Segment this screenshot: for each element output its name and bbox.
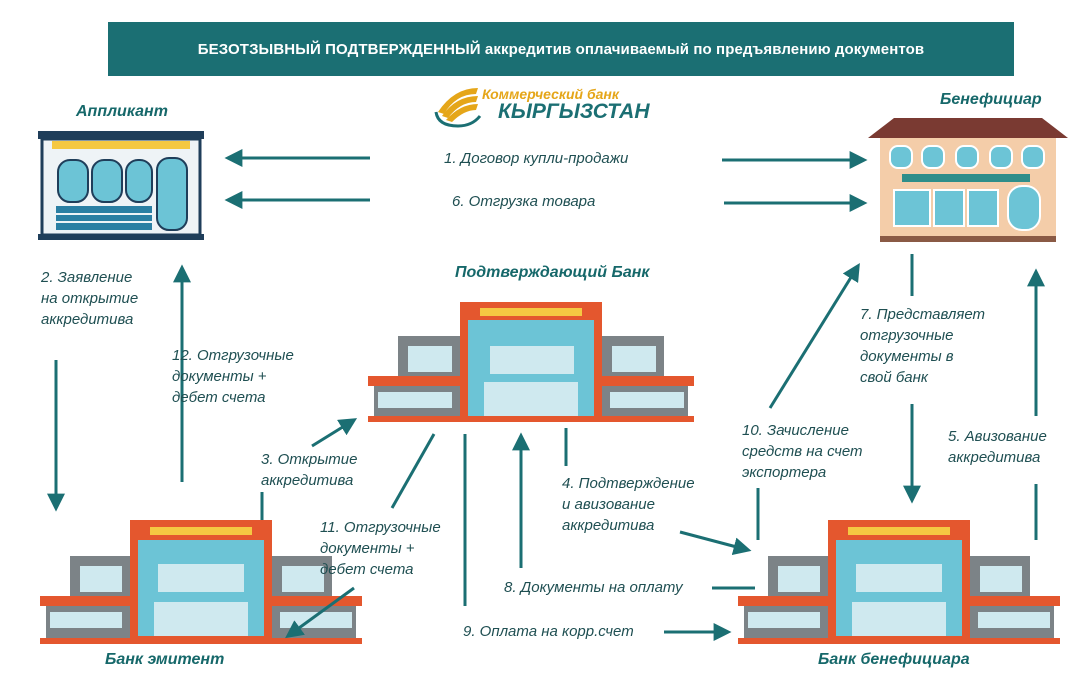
logo-emblem-icon (434, 88, 482, 128)
step-5-label: 5. Авизование аккредитива (948, 428, 1047, 466)
beneficiary-label: Бенефициар (940, 91, 1042, 108)
bank-logo: Коммерческий банк КЫРГЫЗСТАН (432, 82, 662, 130)
arrow-10b (768, 262, 860, 409)
step-12-label: 12. Отгрузочные документы + дебет счета (172, 347, 294, 406)
step-11-label: 11. Отгрузочные документы + дебет счета (320, 519, 441, 578)
step-4-label: 4. Подтверждение и авизование аккредитив… (562, 475, 695, 534)
step-9-label: 9. Оплата на корр.счет (463, 623, 634, 640)
arrow-3b (311, 418, 358, 448)
title-banner: БЕЗОТЗЫВНЫЙ ПОДТВЕРЖДЕННЫЙ аккредитив оп… (108, 22, 1014, 76)
step-10-label: 10. Зачисление средств на счет экспортер… (742, 422, 863, 481)
step-7-label: 7. Представляет отгрузочные документы в … (860, 306, 985, 386)
arrow-4b (679, 530, 752, 556)
step-6-label: 6. Отгрузка товара (452, 193, 596, 210)
arrow-11a (390, 433, 436, 509)
flow-arrows (47, 149, 1045, 641)
beneficiary-bank-icon (738, 520, 1060, 644)
issuing-bank-icon (40, 520, 362, 644)
beneficiary-house-icon (868, 118, 1068, 242)
applicant-shop-icon (38, 131, 204, 240)
confirming-bank-icon (368, 302, 694, 422)
arrow-11b (285, 586, 355, 639)
confirming-bank-label: Подтверждающий Банк (455, 264, 650, 281)
step-3-label: 3. Открытие аккредитива (261, 451, 358, 489)
logo-line1: Коммерческий банк (482, 86, 619, 102)
step-1-label: 1. Договор купли-продажи (444, 150, 629, 167)
logo-line2: КЫРГЫЗСТАН (498, 100, 650, 123)
beneficiary-bank-label: Банк бенефициара (818, 651, 970, 668)
step-2-label: 2. Заявление на открытие аккредитива (41, 269, 139, 328)
title-text: БЕЗОТЗЫВНЫЙ ПОДТВЕРЖДЕННЫЙ аккредитив оп… (197, 40, 925, 58)
issuing-bank-label: Банк эмитент (105, 651, 225, 668)
applicant-label: Аппликант (76, 103, 168, 120)
step-8-label: 8. Документы на оплату (504, 579, 683, 596)
